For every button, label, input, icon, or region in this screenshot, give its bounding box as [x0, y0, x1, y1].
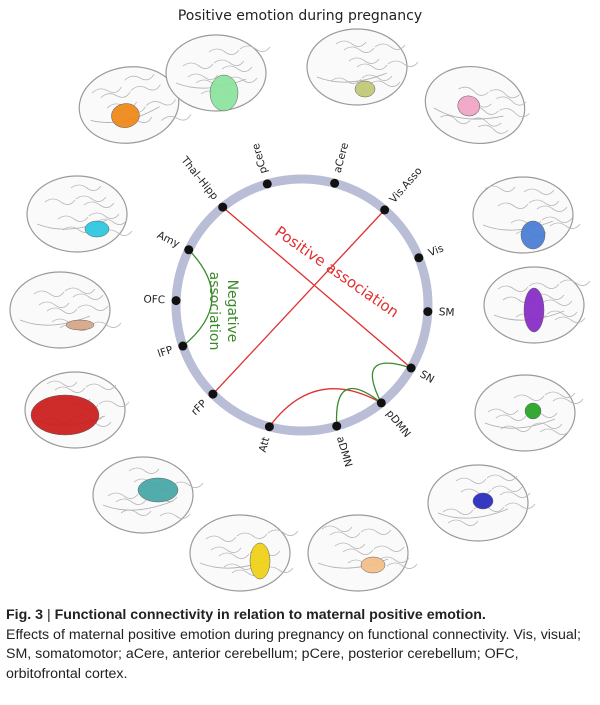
brain-rendering-6: [483, 266, 591, 344]
brain-rendering-7: [474, 374, 584, 452]
node-label-sn: SN: [418, 368, 437, 386]
node-label-thal-hipp: Thal–Hipp: [178, 154, 221, 203]
node-label-ofc: OFC: [143, 293, 165, 306]
node-label-pdmn: pDMN: [384, 408, 413, 440]
network-nodes: [171, 178, 433, 432]
brain-rendering-10: [189, 514, 299, 592]
brain-rendering-3: [306, 28, 419, 106]
brain-rendering-12: [24, 371, 130, 449]
node-amy: [184, 245, 194, 255]
caption-separator: |: [43, 607, 55, 623]
node-thal-hipp: [218, 202, 228, 212]
brain-rendering-2: [165, 34, 271, 112]
node-vis: [414, 253, 424, 263]
node-att: [264, 422, 274, 432]
connection-att-pdmn: [268, 388, 382, 428]
caption-figure-number: Fig. 3: [6, 607, 44, 623]
node-vis-asso: [380, 205, 390, 215]
caption-heading: Functional connectivity in relation to m…: [54, 607, 486, 623]
connection-sn-pdmn: [371, 362, 412, 404]
brain-renderings: [9, 28, 591, 592]
node-pdmn: [376, 398, 386, 408]
node-label-amy: Amy: [155, 229, 181, 250]
brain-rendering-8: [427, 464, 536, 542]
node-acere: [330, 178, 340, 188]
node-label-att: Att: [257, 436, 273, 454]
node-label-rfp: rFP: [189, 398, 209, 418]
node-admn: [332, 421, 342, 431]
node-sn: [406, 363, 416, 373]
connection-lines: [182, 206, 412, 428]
negative-association-label-line1: Negative: [224, 280, 240, 343]
brain-rendering-5: [472, 176, 581, 254]
node-lfp: [178, 341, 188, 351]
negative-association-label-line2: association: [206, 272, 222, 351]
brain-rendering-9: [307, 514, 418, 592]
node-label-admn: aDMN: [334, 435, 354, 469]
connection-vis-asso-rfp: [212, 209, 386, 395]
node-label-sm: SM: [438, 306, 454, 319]
connection-amy-lfp: [182, 249, 213, 347]
node-label-vis-asso: Vis.Asso: [387, 165, 424, 206]
connection-pdmn-admn: [335, 387, 382, 427]
node-label-acere: aCere: [332, 141, 352, 174]
figure-caption: Fig. 3 | Functional connectivity in rela…: [6, 606, 594, 684]
brain-rendering-1: [78, 66, 192, 144]
brain-rendering-4: [424, 65, 530, 145]
node-sm: [423, 307, 433, 317]
caption-body: Effects of maternal positive emotion dur…: [6, 626, 581, 682]
connectivity-figure: Positive emotion during pregnancy pCere a…: [9, 8, 591, 592]
positive-association-label: Positive association: [272, 222, 403, 321]
node-rfp: [208, 389, 218, 399]
brain-rendering-14: [26, 175, 133, 253]
node-ofc: [171, 296, 181, 306]
figure-title: Positive emotion during pregnancy: [178, 8, 422, 24]
node-label-vis: Vis: [427, 242, 446, 259]
node-pcere: [262, 179, 272, 189]
connection-thal-hipp-sn: [222, 206, 412, 369]
node-label-pcere: pCere: [250, 142, 270, 175]
brain-rendering-11: [92, 456, 204, 534]
node-label-lfp: lFP: [156, 344, 174, 360]
brain-rendering-13: [9, 271, 122, 349]
